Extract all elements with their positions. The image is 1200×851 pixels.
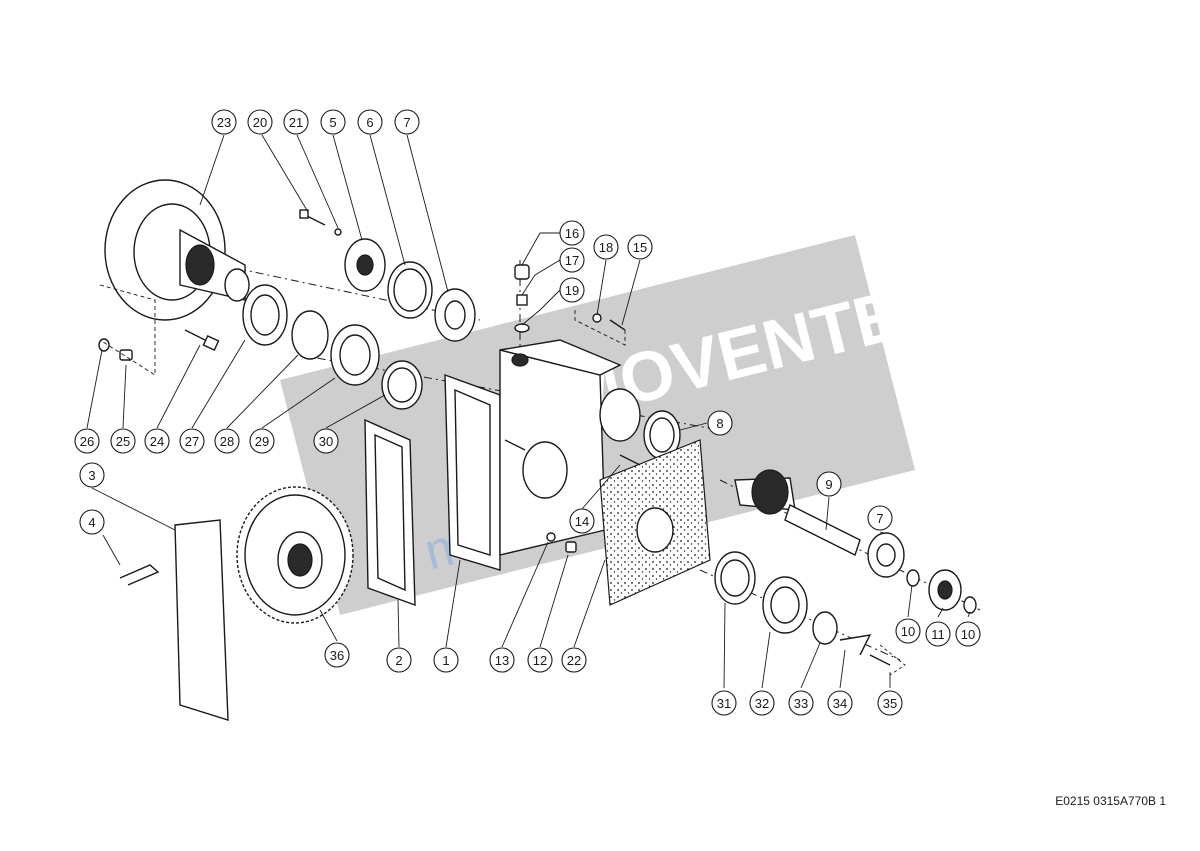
- callout-10-right: 10: [955, 621, 981, 647]
- cover-plate: [599, 439, 711, 606]
- svg-text:7: 7: [876, 511, 883, 526]
- small-bolts: [299, 209, 342, 236]
- callout-34: 34: [827, 690, 853, 716]
- pinion-shaft: [734, 469, 861, 556]
- svg-text:2: 2: [395, 653, 402, 668]
- breather-plug: [514, 264, 530, 333]
- svg-text:28: 28: [220, 434, 234, 449]
- svg-text:24: 24: [150, 434, 164, 449]
- callout-24: 24: [144, 428, 170, 454]
- svg-text:13: 13: [495, 653, 509, 668]
- callout-33: 33: [788, 690, 814, 716]
- large-gear: [236, 486, 354, 624]
- svg-text:3: 3: [88, 468, 95, 483]
- callout-36: 36: [324, 642, 350, 668]
- svg-text:16: 16: [565, 226, 579, 241]
- gasket: [364, 418, 416, 607]
- callout-20: 20: [247, 109, 273, 135]
- flange-shaft: [104, 179, 250, 351]
- svg-text:20: 20: [253, 115, 267, 130]
- svg-text:15: 15: [633, 240, 647, 255]
- callout-13: 13: [489, 647, 515, 673]
- svg-text:1: 1: [442, 653, 449, 668]
- bearing-cover: [344, 238, 386, 292]
- svg-text:14: 14: [575, 514, 589, 529]
- svg-text:7: 7: [403, 115, 410, 130]
- svg-text:17: 17: [565, 253, 579, 268]
- callout-21: 21: [283, 109, 309, 135]
- callout-10-left: 10: [895, 618, 921, 644]
- callout-31: 31: [711, 690, 737, 716]
- callout-12: 12: [527, 647, 553, 673]
- svg-text:23: 23: [217, 115, 231, 130]
- svg-text:29: 29: [255, 434, 269, 449]
- shim-ring: [387, 261, 433, 319]
- document-code: E0215 0315A770B 1: [1055, 794, 1166, 808]
- svg-text:18: 18: [599, 240, 613, 255]
- callout-16: 16: [559, 220, 585, 246]
- callout-14: 14: [569, 508, 595, 534]
- svg-text:27: 27: [185, 434, 199, 449]
- svg-text:30: 30: [319, 434, 333, 449]
- callout-2: 2: [386, 647, 412, 673]
- left-bearing-stack: [242, 284, 423, 410]
- callout-30: 30: [313, 428, 339, 454]
- callout-18: 18: [593, 234, 619, 260]
- callout-22: 22: [561, 647, 587, 673]
- svg-text:9: 9: [825, 477, 832, 492]
- svg-text:11: 11: [931, 627, 945, 642]
- lower-bearing-stack: [714, 551, 906, 676]
- callout-11: 11: [925, 621, 951, 647]
- svg-text:21: 21: [289, 115, 303, 130]
- svg-text:36: 36: [330, 648, 344, 663]
- callout-29: 29: [249, 428, 275, 454]
- side-cover: [119, 519, 229, 721]
- svg-text:34: 34: [833, 696, 847, 711]
- callout-9: 9: [816, 471, 842, 497]
- upper-bearing: [434, 288, 476, 342]
- svg-text:31: 31: [717, 696, 731, 711]
- svg-text:33: 33: [794, 696, 808, 711]
- callout-35: 35: [877, 690, 903, 716]
- callout-8: 8: [707, 410, 733, 436]
- gear-housing: [444, 339, 641, 571]
- callout-7-right: 7: [867, 505, 893, 531]
- callout-4: 4: [79, 509, 105, 535]
- svg-text:19: 19: [565, 283, 579, 298]
- callout-15: 15: [627, 234, 653, 260]
- callout-3: 3: [79, 462, 105, 488]
- callouts: 23 20 21 5 6 7 16 17 19 18 15 26 25 24 2…: [74, 109, 981, 716]
- callout-26: 26: [74, 428, 100, 454]
- svg-text:12: 12: [533, 653, 547, 668]
- svg-text:4: 4: [88, 515, 95, 530]
- callout-32: 32: [749, 690, 775, 716]
- bolt-washer-set: [98, 284, 156, 376]
- callout-19: 19: [559, 277, 585, 303]
- svg-text:10: 10: [961, 627, 975, 642]
- callout-28: 28: [214, 428, 240, 454]
- studs-nuts: [504, 439, 641, 553]
- callout-23: 23: [211, 109, 237, 135]
- svg-text:32: 32: [755, 696, 769, 711]
- svg-text:35: 35: [883, 696, 897, 711]
- svg-text:5: 5: [329, 115, 336, 130]
- callout-7-top: 7: [394, 109, 420, 135]
- svg-text:22: 22: [567, 653, 581, 668]
- svg-text:6: 6: [366, 115, 373, 130]
- callout-1: 1: [433, 647, 459, 673]
- callout-5: 5: [320, 109, 346, 135]
- callout-27: 27: [179, 428, 205, 454]
- svg-text:25: 25: [116, 434, 130, 449]
- svg-text:8: 8: [716, 416, 723, 431]
- callout-6: 6: [357, 109, 383, 135]
- right-bearing-stack: [867, 532, 977, 614]
- callout-25: 25: [110, 428, 136, 454]
- svg-text:26: 26: [80, 434, 94, 449]
- leader-lines: [86, 134, 971, 689]
- svg-text:10: 10: [901, 624, 915, 639]
- callout-17: 17: [559, 247, 585, 273]
